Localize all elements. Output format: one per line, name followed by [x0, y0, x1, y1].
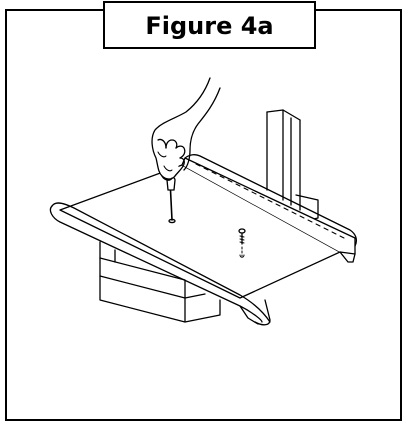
- figure-label-box: Figure 4a: [103, 1, 316, 49]
- screw-icon: [239, 229, 245, 257]
- base-box: [100, 242, 220, 322]
- figure-title: Figure 4a: [145, 12, 274, 40]
- figure-frame: Figure 4a: [5, 1, 402, 421]
- hand-icon: [152, 78, 220, 180]
- tray-slots: [196, 164, 344, 238]
